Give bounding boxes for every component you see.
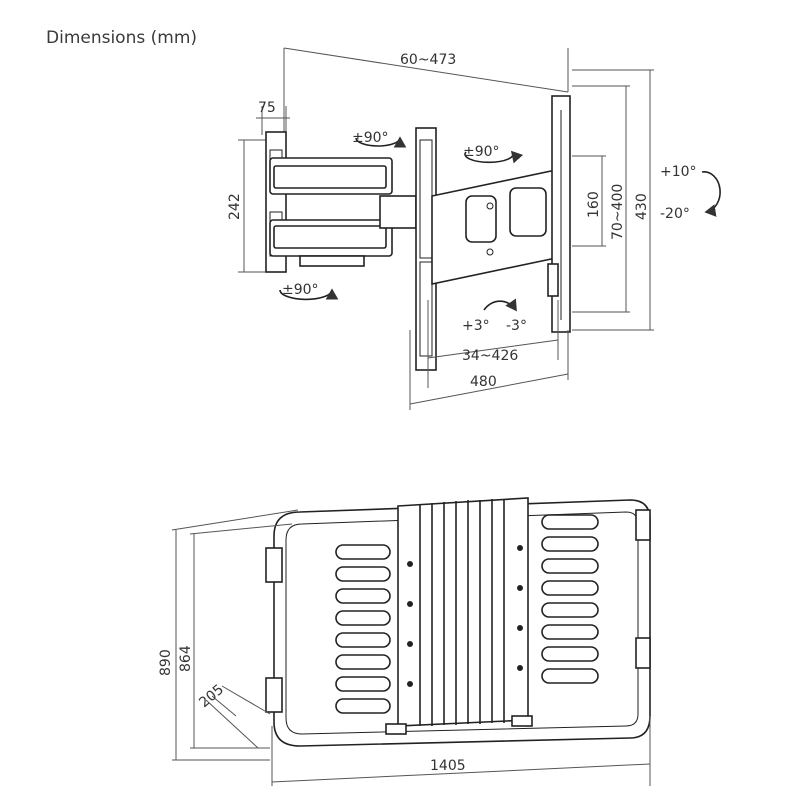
bracket-height-label: 430 — [634, 193, 650, 220]
tilt-indicator: +10° -20° — [660, 164, 721, 222]
center-plate — [385, 497, 533, 735]
wall-mount-arm-view: 60~473 75 242 — [227, 47, 721, 410]
wall-plate-width-label: 75 — [258, 100, 276, 116]
outer-height-label: 890 — [158, 649, 174, 676]
rotate-label-3: ±90° — [282, 282, 319, 298]
width-dimensions: 34~426 480 — [409, 300, 569, 410]
roll-indicator: +3° -3° — [462, 298, 527, 334]
roll-plus-label: +3° — [462, 318, 490, 334]
rotate-icon-3: ±90° — [279, 282, 339, 301]
left-vent-slots — [335, 544, 391, 714]
rotate-label-1: ±90° — [352, 130, 389, 146]
vesa-range-label: 70~400 — [610, 184, 626, 240]
wall-plate-height-dimension: 242 — [227, 139, 268, 273]
right-vent-slots — [541, 514, 599, 684]
rotate-icon-2: ±90° — [463, 144, 524, 164]
front-width-label: 1405 — [430, 758, 466, 774]
tilt-down-label: -20° — [660, 206, 690, 222]
front-height-dimensions: 890 864 — [158, 509, 299, 761]
tv-rail-left — [415, 127, 437, 371]
height-dimensions: 160 70~400 430 — [572, 69, 654, 331]
vesa-height-label: 160 — [586, 191, 602, 218]
tv-rail-right — [547, 95, 571, 333]
bracket-front-view: 890 864 205 1405 — [158, 497, 651, 786]
wall-plate-width-dimension: 75 — [256, 100, 290, 135]
inner-height-label: 864 — [178, 645, 194, 672]
roll-minus-label: -3° — [506, 318, 527, 334]
tilt-up-label: +10° — [660, 164, 697, 180]
arm-extension-dimension: 60~473 — [283, 47, 569, 135]
diagram-title: Dimensions (mm) — [46, 28, 198, 48]
rotate-icon-1: ±90° — [352, 130, 407, 148]
vesa-width-label: 34~426 — [462, 348, 518, 364]
wall-plate-height-label: 242 — [227, 193, 243, 220]
front-width-dimension: 1405 — [271, 716, 651, 786]
tv-plate — [431, 169, 557, 285]
arm-bars — [269, 157, 417, 267]
arm-extension-label: 60~473 — [400, 52, 456, 68]
rotate-label-2: ±90° — [463, 144, 500, 160]
depth-dimension: 205 — [196, 682, 271, 749]
bracket-width-label: 480 — [470, 374, 497, 390]
